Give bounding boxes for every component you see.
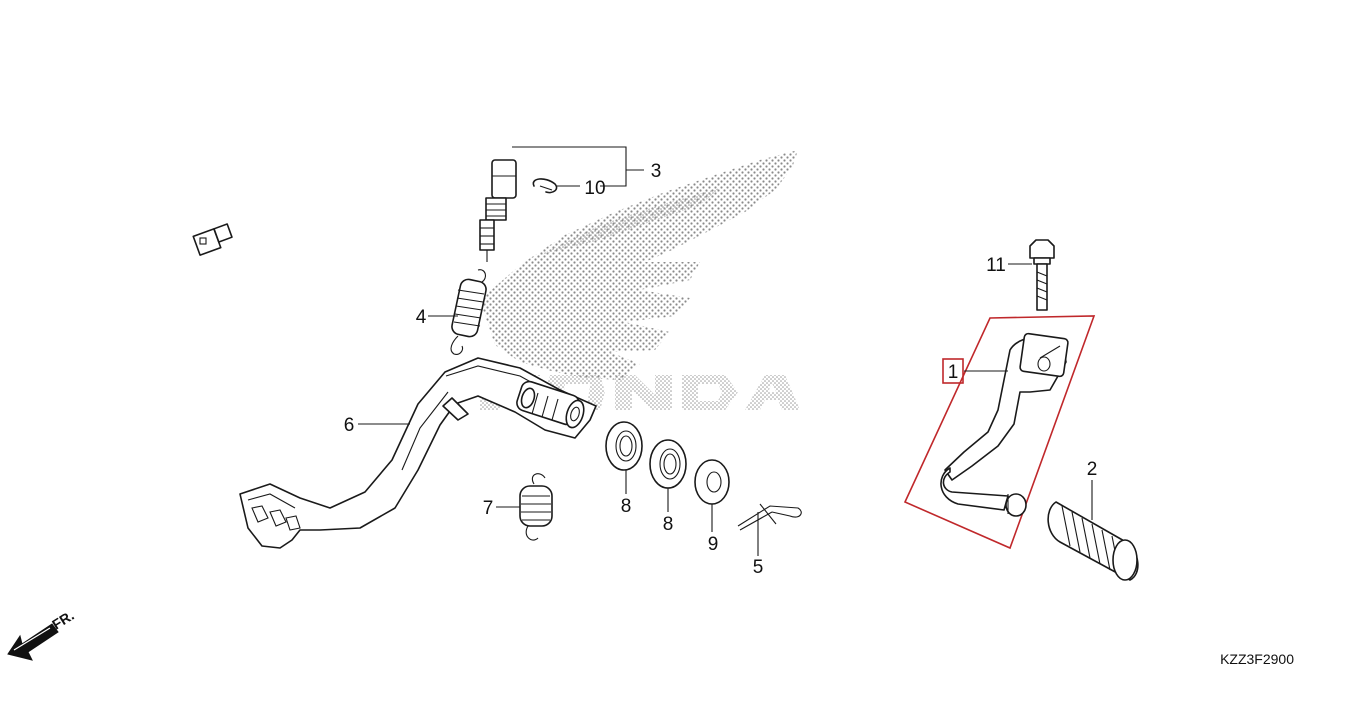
washer-part-9 xyxy=(694,459,730,505)
callout-8a: 8 xyxy=(621,496,632,517)
callout-4: 4 xyxy=(416,307,427,328)
front-direction-marker: FR. xyxy=(7,607,77,661)
honda-wing-watermark xyxy=(480,150,798,380)
bolt-part-11 xyxy=(1029,239,1055,311)
change-pedal-part-1 xyxy=(903,315,1096,550)
brake-light-switch xyxy=(192,110,520,262)
callout-5: 5 xyxy=(753,557,764,578)
spring-part-4 xyxy=(450,269,487,355)
callout-8b: 8 xyxy=(663,514,674,535)
callout-2: 2 xyxy=(1087,459,1098,480)
callout-9: 9 xyxy=(708,534,719,555)
callout-1: 1 xyxy=(948,362,959,383)
callout-10: 10 xyxy=(584,178,605,199)
callout-6: 6 xyxy=(344,415,355,436)
return-spring-part-7 xyxy=(519,473,553,541)
clip-part-10 xyxy=(532,178,558,194)
leader-lines xyxy=(358,146,1093,556)
diagram-code: KZZ3F2900 xyxy=(1220,651,1294,667)
callout-11: 11 xyxy=(986,255,1006,276)
callout-7: 7 xyxy=(483,498,494,519)
oil-seal-part-8b xyxy=(649,439,687,489)
cotter-pin-part-5 xyxy=(737,503,802,531)
callout-3: 3 xyxy=(651,161,662,182)
callout-1-highlight-box xyxy=(942,358,964,384)
front-arrow-icon xyxy=(7,623,59,661)
pedal-rubber-part-2 xyxy=(1047,501,1139,581)
brake-pedal-part-6 xyxy=(239,357,597,549)
oil-seal-part-8a xyxy=(605,421,643,471)
